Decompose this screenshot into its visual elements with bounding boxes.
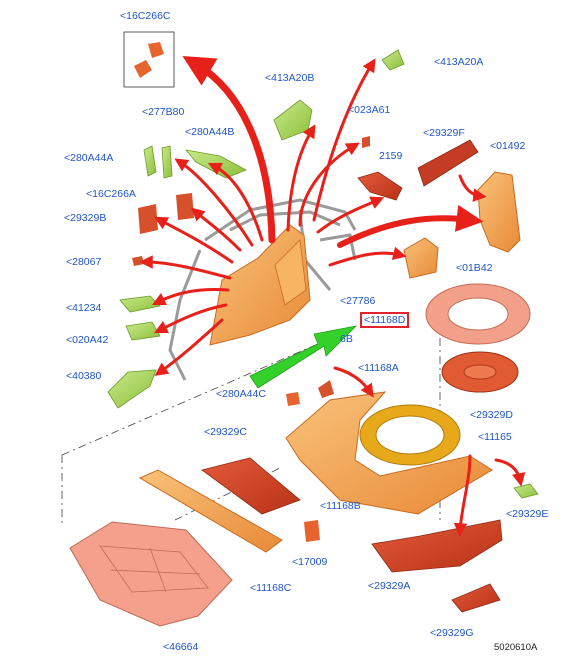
mat-29329A [371,519,503,573]
callout-01B42[interactable]: <01B42 [456,262,493,274]
callout-29329C[interactable]: <29329C [204,426,247,438]
callout-413A20B[interactable]: <413A20B [265,72,315,84]
callout-023A61[interactable]: <023A61 [348,104,391,116]
inset-16C266C [123,31,175,88]
callout-280A44B[interactable]: <280A44B [185,126,235,138]
clip-280A44C [286,392,300,406]
callout-29329B[interactable]: <29329B [64,212,107,224]
block-17009 [304,520,320,542]
callout-16C266C[interactable]: <16C266C [120,10,171,22]
callout-46664[interactable]: <46664 [163,641,199,653]
callout-020A42[interactable]: <020A42 [66,334,109,346]
callout-27786[interactable]: <27786 [340,295,376,307]
callout-11168B[interactable]: <11168B [320,500,361,512]
callout-41234[interactable]: <41234 [66,302,102,314]
disc-29329D [441,351,519,393]
figure-code: 5020610A [494,642,538,653]
callout-29329F[interactable]: <29329F [423,127,465,139]
callout-11168D-highlighted[interactable]: <11168D [360,312,410,328]
ring-11165 [359,404,461,466]
callout-16C266A[interactable]: <16C266A [86,188,136,200]
callout-11168A[interactable]: <11168A [358,362,399,374]
callout-6B-partial: 6B [340,333,353,345]
callout-11168C[interactable]: <11168C [250,582,292,594]
callout-40380[interactable]: <40380 [66,370,102,382]
quarter-panel-27786 [209,224,311,346]
callout-01492[interactable]: <01492 [490,140,526,152]
mat-29329C [201,457,301,515]
callout-29329D[interactable]: <29329D [470,409,513,421]
pad-29329F [417,139,479,187]
part-2159 [357,171,403,201]
block-16C266A [176,193,194,220]
clip-023A61 [362,136,370,148]
bracket-01B42 [403,237,439,279]
disc-11168D [425,283,531,345]
callout-277B80[interactable]: <277B80 [142,106,185,118]
callout-11165[interactable]: <11165 [478,431,512,443]
callout-29329E[interactable]: <29329E [506,508,549,520]
callout-29329A[interactable]: <29329A [368,580,411,592]
rail-11168C [138,469,283,553]
callout-413A20A[interactable]: <413A20A [434,56,484,68]
pad-29329G [451,583,501,613]
callout-2159[interactable]: 2159 [379,150,403,162]
callout-280A44C[interactable]: <280A44C [216,388,266,400]
floor-pan-11168 [285,380,493,515]
callout-280A44A[interactable]: <280A44A [64,152,114,164]
callout-28067[interactable]: <28067 [66,256,102,268]
callout-29329G[interactable]: <29329G [430,627,474,639]
rear-panel-01492 [477,171,521,253]
tray-46664 [69,521,233,627]
callout-17009[interactable]: <17009 [292,556,328,568]
block-29329B [138,204,158,234]
green-parts [107,49,539,499]
green-arrow [249,325,358,389]
clip-28067 [132,256,144,266]
red-arrows [139,55,526,537]
